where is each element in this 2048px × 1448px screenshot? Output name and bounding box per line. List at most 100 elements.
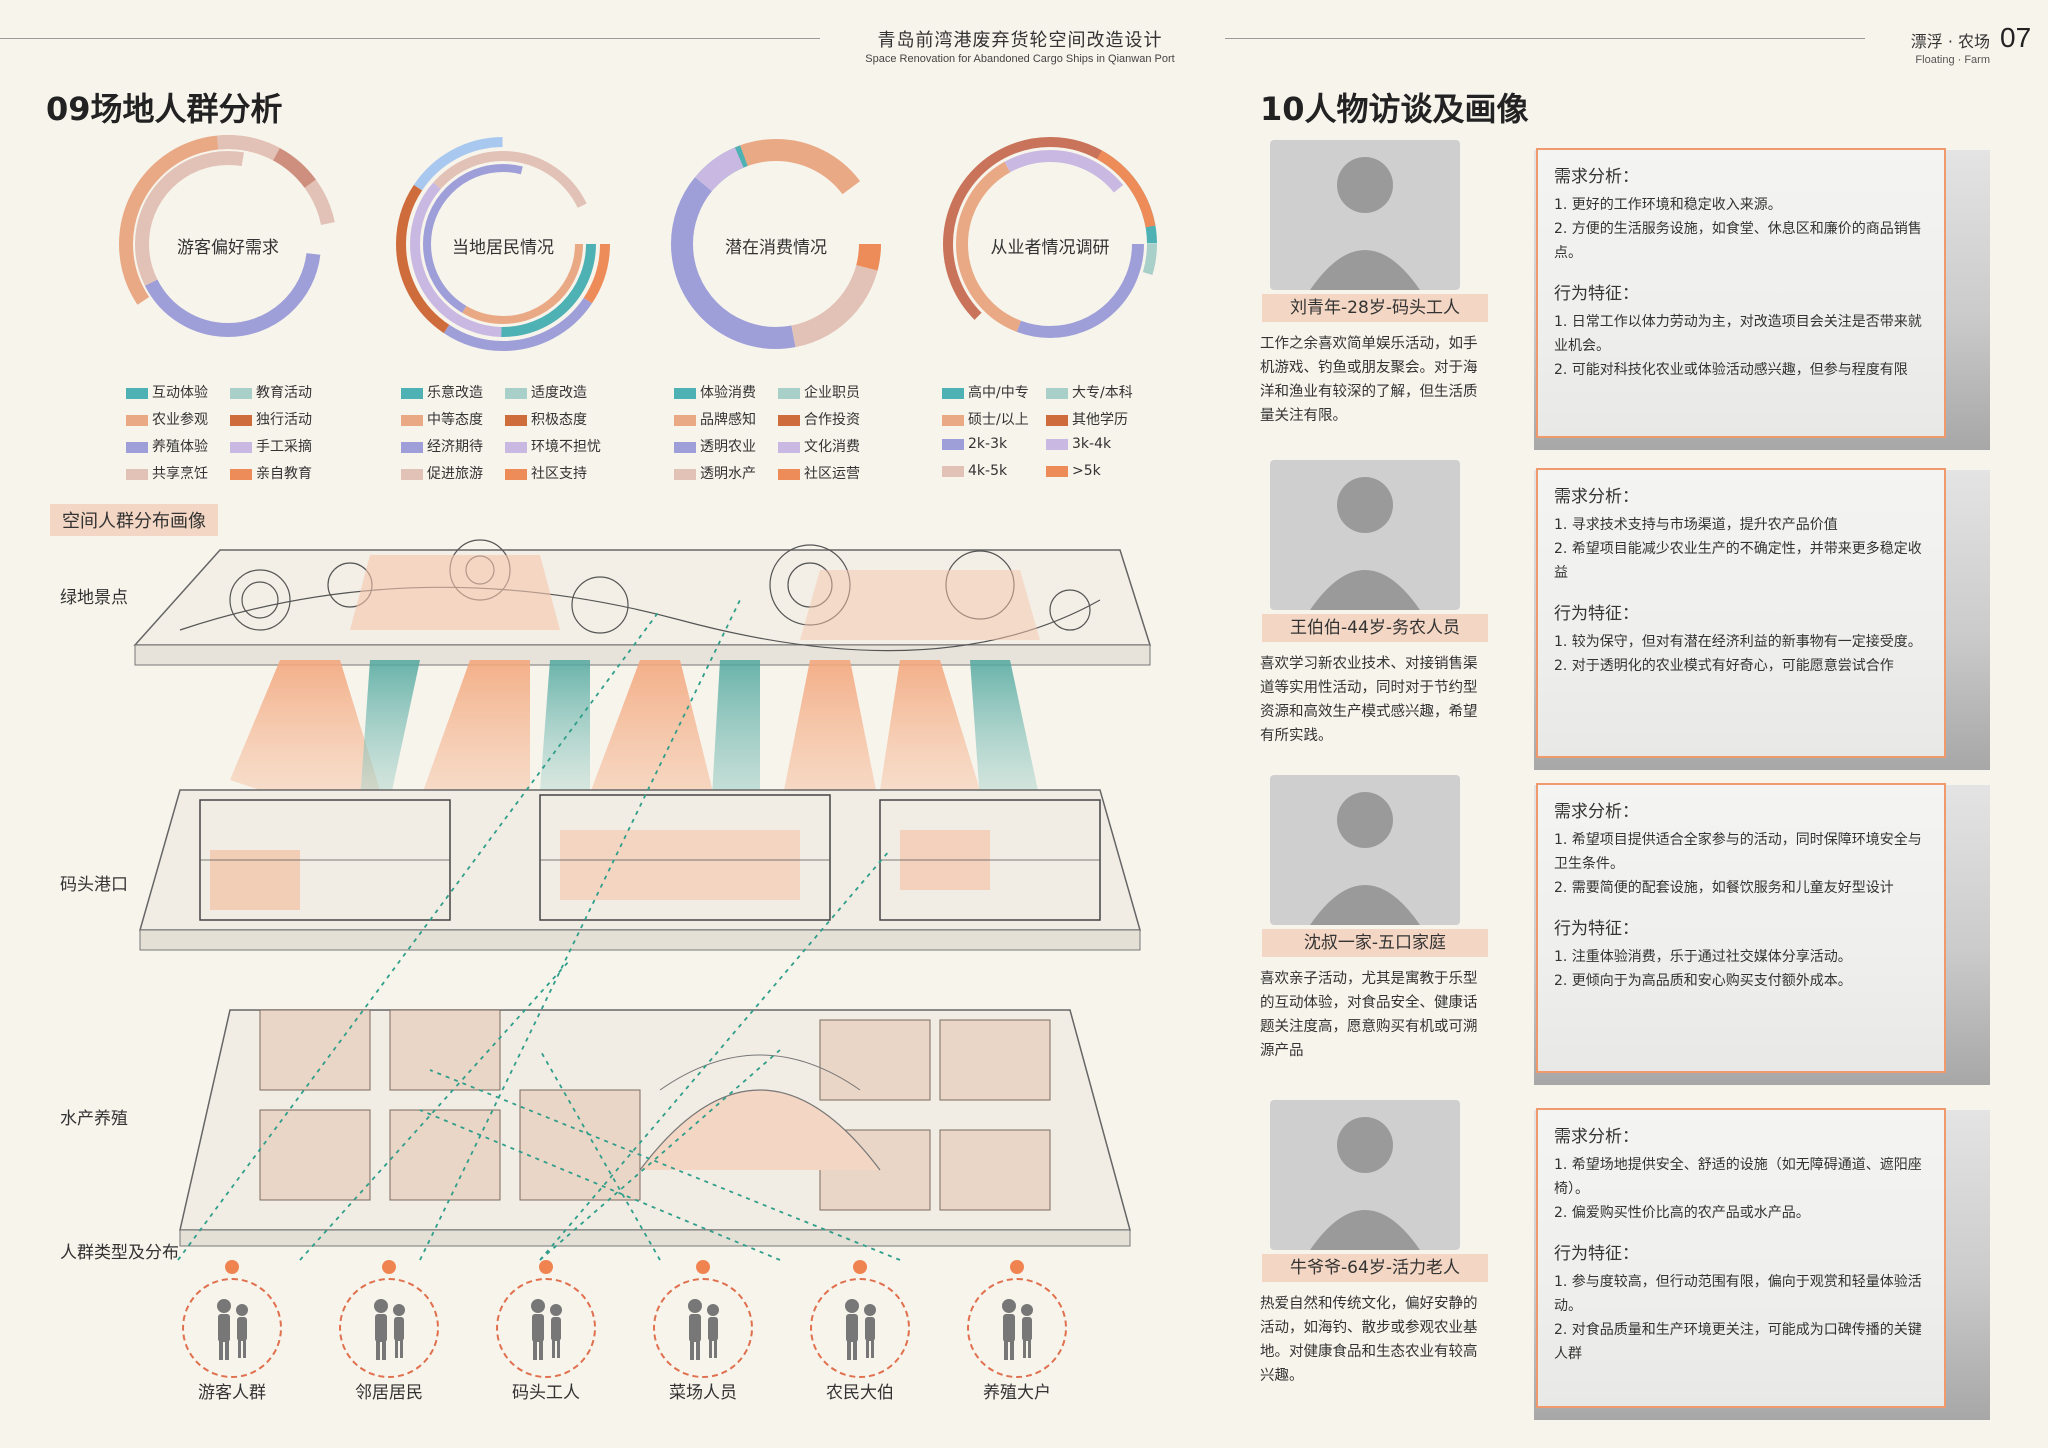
legend-item: >5k	[1046, 463, 1101, 479]
legend-label: 4k-5k	[968, 463, 1008, 479]
legend-label: 经济期待	[427, 439, 483, 455]
legend-label: 促进旅游	[427, 466, 483, 482]
legend-item: 4k-5k	[942, 463, 1007, 479]
legend-item: 共享烹饪	[126, 463, 208, 483]
legend-swatch	[401, 468, 423, 480]
legend-label: 积极态度	[531, 412, 587, 428]
legend-swatch	[1046, 414, 1068, 426]
legend-item: 合作投资	[778, 409, 860, 429]
legend-swatch	[778, 414, 800, 426]
ring-4	[943, 137, 1157, 351]
legend-item: 手工采摘	[230, 436, 312, 456]
header-subtitle: Space Renovation for Abandoned Cargo Shi…	[865, 53, 1175, 65]
legend-label: 体验消费	[700, 385, 756, 401]
ring-2	[396, 137, 610, 351]
page-number: 07	[2000, 22, 2032, 53]
trait-title: 行为特征：	[1554, 284, 1639, 304]
trait-item: 2. 更倾向于为高品质和安心购买支付额外成本。	[1554, 973, 1852, 989]
trait-title: 行为特征：	[1554, 1244, 1639, 1264]
ring-1-label: 游客偏好需求	[177, 238, 279, 258]
legend-item: 大专/本科	[1046, 382, 1133, 402]
legend-swatch	[674, 414, 696, 426]
layer-label-crowd: 人群类型及分布	[60, 1243, 179, 1263]
legend-item: 养殖体验	[126, 436, 208, 456]
legend-label: 互动体验	[152, 385, 208, 401]
ring-3	[671, 139, 881, 349]
legend-swatch	[505, 414, 527, 426]
legend-label: 农业参观	[152, 412, 208, 428]
legend-item: 3k-4k	[1046, 436, 1111, 452]
legend-swatch	[1046, 438, 1068, 450]
legend-item: 高中/中专	[942, 382, 1029, 402]
persona-description: 热爱自然和传统文化，偏好安静的活动，如海钓、散步或参观农业基地。对健康食品和生态…	[1260, 1296, 1478, 1384]
legend-item: 文化消费	[778, 436, 860, 456]
header-right-title: 漂浮 · 农场	[1910, 32, 1990, 51]
header-title: 青岛前湾港废弃货轮空间改造设计	[877, 30, 1163, 51]
legend-swatch	[230, 387, 252, 399]
legend-item: 体验消费	[674, 382, 756, 402]
group-figure	[496, 1278, 596, 1378]
need-title: 需求分析：	[1554, 1127, 1639, 1147]
legend-label: 养殖体验	[152, 439, 208, 455]
legend-label: 品牌感知	[700, 412, 756, 428]
group-figure	[967, 1278, 1067, 1378]
trait-item: 2. 对食品质量和生产环境更关注，可能成为口碑传播的关键人群	[1554, 1322, 1922, 1362]
legend-label: 手工采摘	[256, 439, 312, 455]
need-item: 1. 希望项目提供适合全家参与的活动，同时保障环境安全与卫生条件。	[1554, 832, 1922, 872]
legend-swatch	[1046, 465, 1068, 477]
legend-item: 品牌感知	[674, 409, 756, 429]
legend-swatch	[778, 387, 800, 399]
ring-charts	[119, 135, 1157, 353]
legend-item: 独行活动	[230, 409, 312, 429]
legend-item: 亲自教育	[230, 463, 312, 483]
legend-item: 农业参观	[126, 409, 208, 429]
legend-label: 3k-4k	[1072, 436, 1112, 452]
legend-label: 高中/中专	[968, 385, 1029, 401]
layer-label-dock: 码头港口	[60, 875, 128, 895]
need-title: 需求分析：	[1554, 802, 1639, 822]
group-name: 邻居居民	[355, 1383, 423, 1403]
header-right-subtitle: Floating · Farm	[1915, 54, 1990, 66]
legend-swatch	[1046, 387, 1068, 399]
legend-label: 社区支持	[531, 466, 587, 482]
ring-3-label: 潜在消费情况	[725, 238, 827, 258]
trait-item: 1. 参与度较高，但行动范围有限，偏向于观赏和轻量体验活动。	[1554, 1274, 1922, 1314]
legend-item: 积极态度	[505, 409, 587, 429]
legend-label: 企业职员	[804, 385, 860, 401]
persona-analysis-card: 需求分析： 1. 希望场地提供安全、舒适的设施（如无障碍通道、遮阳座椅）。 2. 偏…	[1534, 1108, 1990, 1420]
need-item: 2. 方便的生活服务设施，如食堂、休息区和廉价的商品销售点。	[1554, 221, 1922, 261]
legend-label: 合作投资	[804, 412, 860, 428]
need-item: 2. 偏爱购买性价比高的农产品或水产品。	[1554, 1205, 1810, 1221]
legend-swatch	[505, 468, 527, 480]
legend-swatch	[505, 387, 527, 399]
group-marker	[225, 1260, 239, 1274]
persona-photo	[1270, 775, 1460, 925]
need-item: 1. 希望场地提供安全、舒适的设施（如无障碍通道、遮阳座椅）。	[1554, 1157, 1922, 1197]
trait-item: 2. 对于透明化的农业模式有好奇心，可能愿意尝试合作	[1554, 658, 1894, 674]
ring-2-label: 当地居民情况	[452, 238, 554, 258]
legend-label: 2k-3k	[968, 436, 1008, 452]
legend-item: 其他学历	[1046, 409, 1128, 429]
persona-analysis-card: 需求分析： 1. 希望项目提供适合全家参与的活动，同时保障环境安全与卫生条件。 2.…	[1534, 783, 1990, 1085]
layered-space-diagram	[133, 539, 1152, 1261]
legend-item: 透明农业	[674, 436, 756, 456]
group-marker	[539, 1260, 553, 1274]
group-marker	[696, 1260, 710, 1274]
legend-label: 社区运营	[804, 466, 860, 482]
persona-name: 刘青年-28岁-码头工人	[1262, 294, 1488, 322]
legend-label: 共享烹饪	[152, 466, 208, 482]
legend-swatch	[126, 387, 148, 399]
legend-swatch	[674, 387, 696, 399]
legend-item: 乐意改造	[401, 382, 483, 402]
legend-label: 透明农业	[700, 439, 756, 455]
group-name: 养殖大户	[983, 1383, 1051, 1403]
trait-title: 行为特征：	[1554, 919, 1639, 939]
legend-item: 教育活动	[230, 382, 312, 402]
persona-photo	[1270, 140, 1460, 290]
group-figure	[182, 1278, 282, 1378]
legend-swatch	[401, 414, 423, 426]
need-item: 1. 寻求技术支持与市场渠道，提升农产品价值	[1554, 517, 1838, 533]
need-item: 2. 希望项目能减少农业生产的不确定性，并带来更多稳定收益	[1554, 541, 1922, 581]
legend-swatch	[778, 441, 800, 453]
legend-item: 互动体验	[126, 382, 208, 402]
